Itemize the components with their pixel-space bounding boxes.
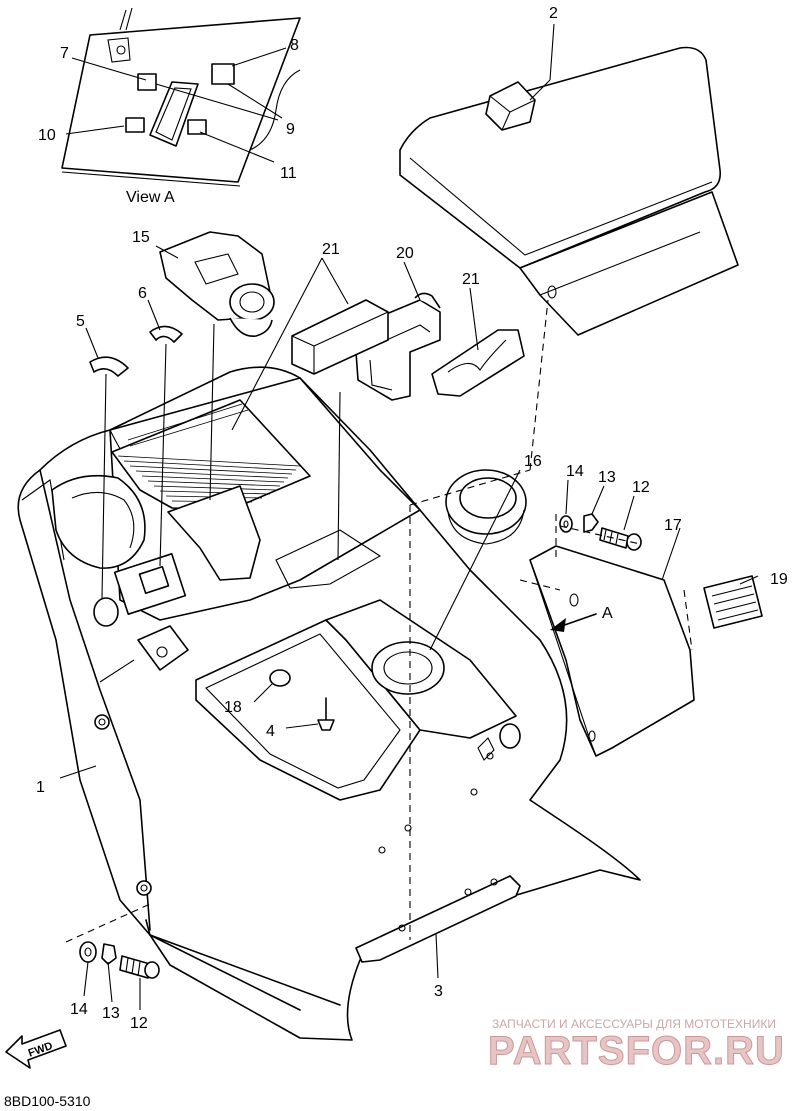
callout-10: 10 (38, 127, 56, 144)
watermark-subtitle: ЗАПЧАСТИ И АКСЕССУАРЫ ДЛЯ МОТОТЕХНИКИ (492, 1017, 776, 1031)
switch-8 (211, 63, 235, 85)
callout-21-left: 21 (322, 241, 340, 258)
callout-4: 4 (266, 723, 275, 740)
fasteners-right (559, 513, 642, 551)
switch-10 (125, 117, 145, 133)
pad-part-21-left (291, 299, 389, 375)
callout-1: 1 (36, 779, 45, 796)
plug-part-18 (269, 669, 291, 687)
switch-11 (187, 119, 207, 135)
view-a-title: View A (126, 189, 175, 206)
callout-18: 18 (224, 699, 242, 716)
callout-9: 9 (286, 121, 295, 138)
callout-5: 5 (76, 313, 85, 330)
callout-2: 2 (549, 5, 558, 22)
callout-7: 7 (60, 45, 69, 62)
side-panel-part-17 (529, 545, 695, 757)
watermark: ЗАПЧАСТИ И АКСЕССУАРЫ ДЛЯ МОТОТЕХНИКИ PA… (488, 1017, 785, 1074)
callout-17: 17 (664, 517, 682, 534)
console-body-part-1 (17, 366, 641, 1041)
label-part-19 (703, 575, 763, 629)
callout-6: 6 (138, 285, 147, 302)
watermark-logo: PARTSFOR.RU (488, 1029, 785, 1073)
fwd-arrow: FWD (5, 1029, 67, 1069)
callout-13-right: 13 (598, 469, 616, 486)
callout-14-right: 14 (566, 463, 584, 480)
clip-part-4 (317, 697, 335, 731)
bracket-plate-part-3 (355, 875, 521, 963)
leader-lines (59, 23, 759, 1010)
view-a-marker: A (602, 605, 613, 622)
bracket-part-15 (159, 231, 275, 337)
callout-21-right: 21 (462, 271, 480, 288)
callout-3: 3 (434, 983, 443, 1000)
callout-11: 11 (280, 165, 297, 182)
callout-14-left: 14 (70, 1001, 88, 1018)
callout-12-left: 12 (130, 1015, 148, 1032)
assembly-lines (65, 299, 693, 943)
callout-19: 19 (770, 571, 788, 588)
callout-16: 16 (524, 453, 542, 470)
pad-part-21-right (431, 329, 525, 397)
callout-13-left: 13 (102, 1005, 120, 1022)
callout-15: 15 (132, 229, 150, 246)
lid-cover-part (399, 46, 739, 336)
callout-20: 20 (396, 245, 414, 262)
callout-12-right: 12 (632, 479, 650, 496)
switch-7 (137, 73, 157, 91)
decal-part-6 (149, 325, 183, 343)
decal-part-5 (89, 356, 129, 377)
fasteners-left (79, 941, 160, 979)
grommet-part-16 (445, 469, 527, 545)
view-a-inset (61, 7, 301, 187)
callout-8: 8 (290, 37, 299, 54)
view-a-arrow: A (550, 605, 613, 632)
drawing-code: 8BD100-5310 (4, 1093, 91, 1109)
